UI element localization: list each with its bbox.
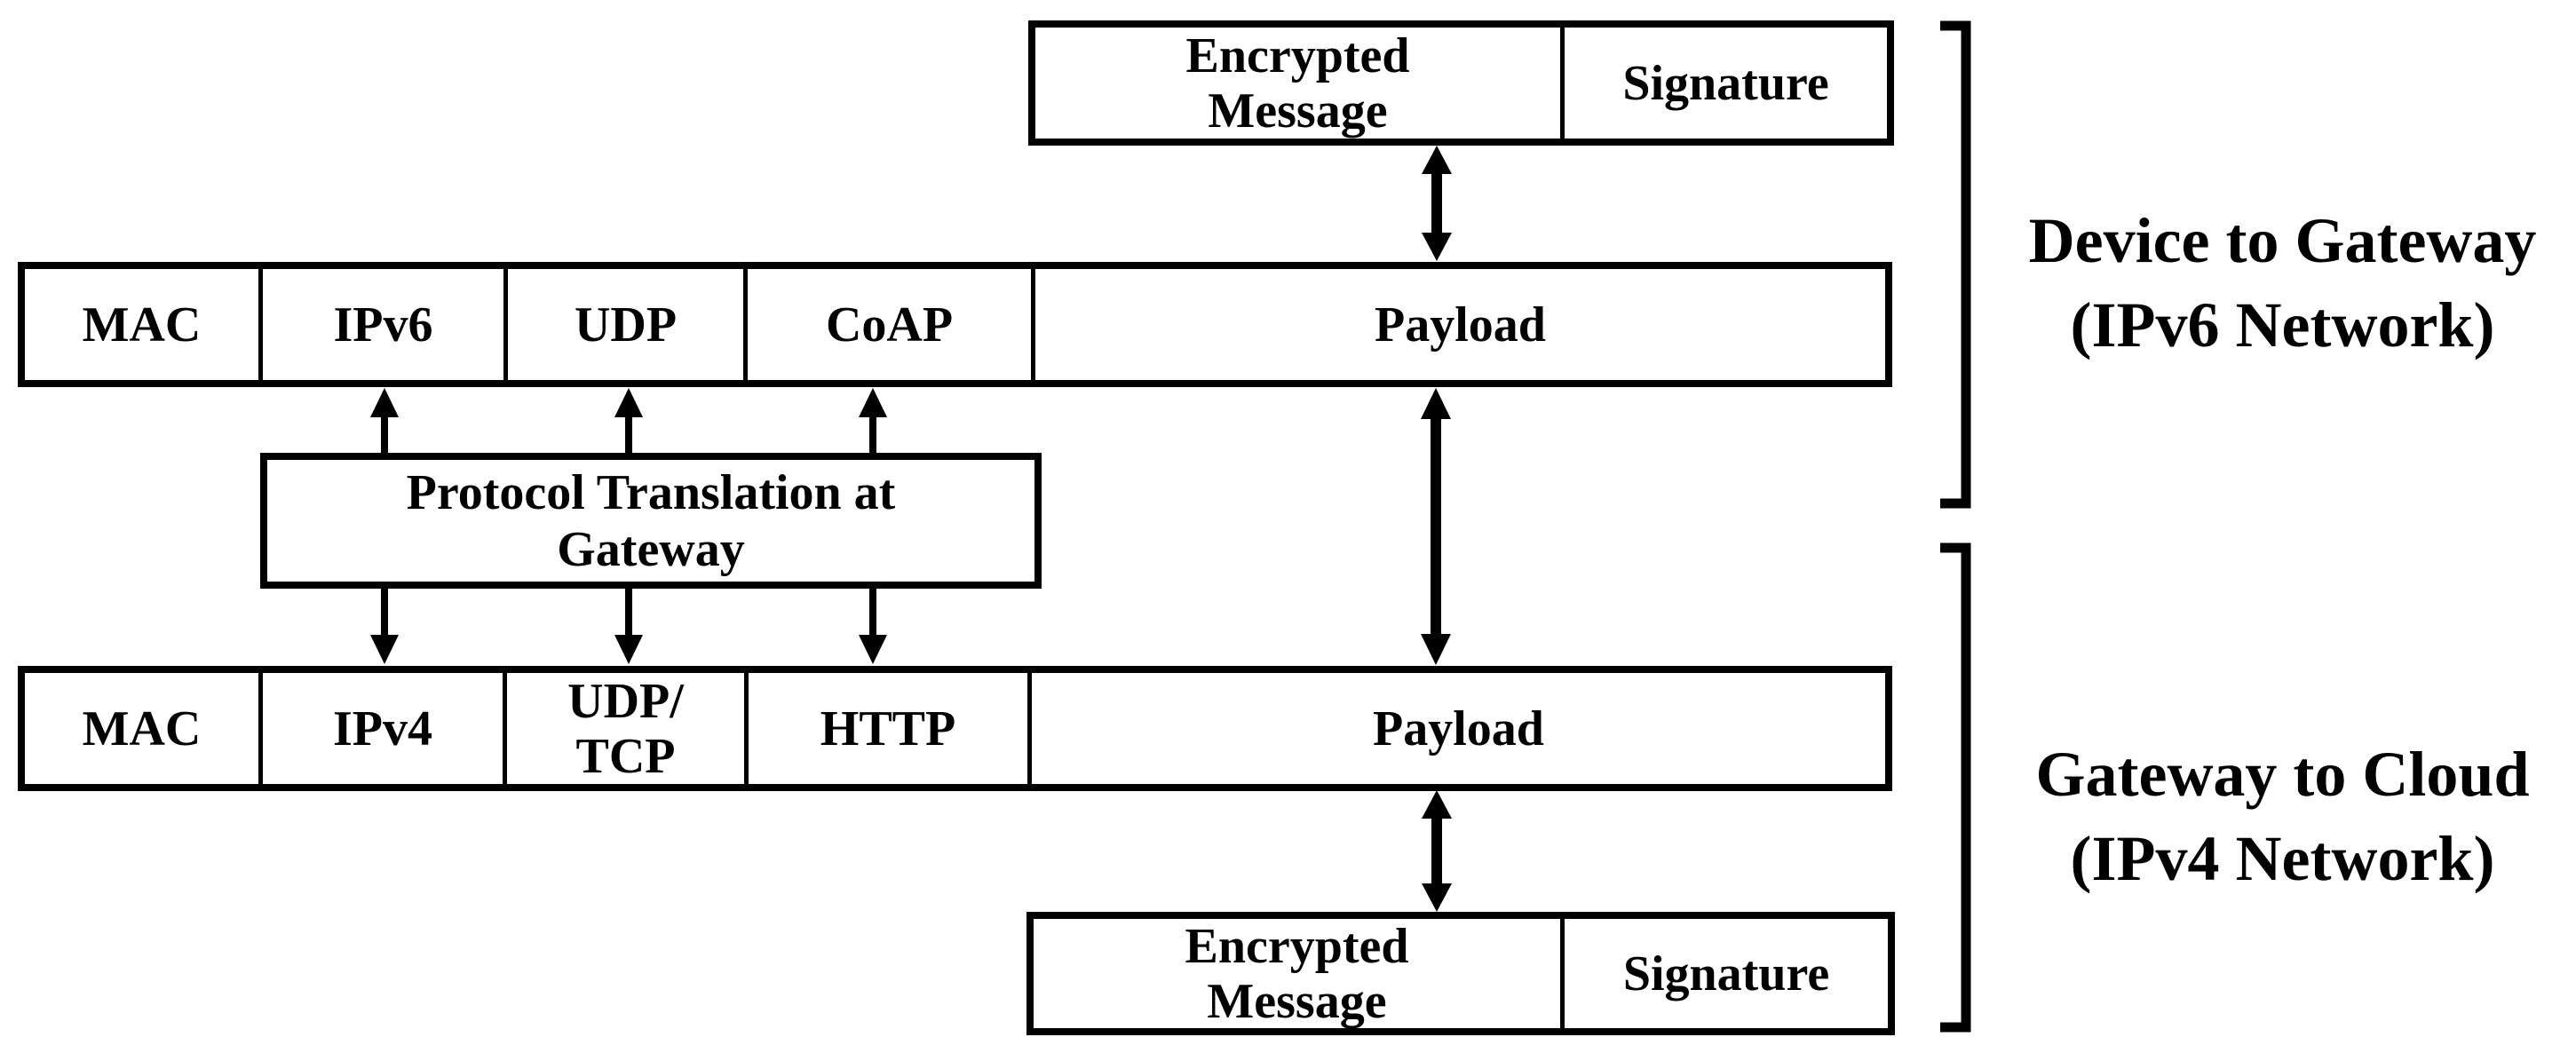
ipv6-stack-cell-ipv6: IPv6 xyxy=(263,269,508,380)
double-arrow-middle xyxy=(1421,388,1451,665)
protocol-translation-box: Protocol Translation at Gateway xyxy=(260,453,1042,589)
encrypted-message-cell-bottom: Encrypted Message xyxy=(1034,919,1565,1029)
double-arrow-bottom xyxy=(1422,790,1452,912)
ipv4-stack-cell-payload: Payload xyxy=(1373,701,1544,756)
ipv4-stack-cell-http: HTTP xyxy=(749,673,1032,784)
down-arrow-http xyxy=(859,587,887,664)
protocol-translation-label: Protocol Translation at Gateway xyxy=(406,464,896,577)
ipv6-stack-row: MAC IPv6 UDP CoAP Payload xyxy=(18,262,1892,387)
bracket-device-to-gateway xyxy=(1940,20,1971,509)
ipv6-stack-cell-mac: MAC xyxy=(25,269,263,380)
down-arrow-ipv4 xyxy=(370,587,399,664)
ipv6-stack-cell-udp: UDP xyxy=(508,269,748,380)
encrypted-message-box-bottom: Encrypted Message Signature xyxy=(1026,912,1895,1035)
up-arrow-udp xyxy=(614,388,643,455)
double-arrow-top xyxy=(1422,146,1452,261)
signature-cell-bottom: Signature xyxy=(1622,946,1830,1002)
up-arrow-coap xyxy=(859,388,887,455)
ipv4-stack-cell-udptcp: UDP/ TCP xyxy=(507,673,749,784)
encrypted-message-cell-top: Encrypted Message xyxy=(1035,28,1565,139)
encrypted-message-box-top: Encrypted Message Signature xyxy=(1028,20,1894,146)
down-arrow-udptcp xyxy=(614,587,643,664)
device-to-gateway-label: Device to Gateway (IPv6 Network) xyxy=(2028,205,2537,360)
ipv6-stack-cell-coap: CoAP xyxy=(748,269,1035,380)
signature-cell-top: Signature xyxy=(1622,55,1829,111)
ipv4-stack-cell-ipv4: IPv4 xyxy=(263,673,507,784)
ipv4-stack-row: MAC IPv4 UDP/ TCP HTTP Payload xyxy=(18,666,1892,791)
bracket-gateway-to-cloud xyxy=(1940,542,1971,1033)
ipv6-stack-cell-payload: Payload xyxy=(1375,297,1546,352)
gateway-to-cloud-label: Gateway to Cloud (IPv4 Network) xyxy=(2035,739,2530,894)
up-arrow-ipv6 xyxy=(370,388,399,455)
ipv4-stack-cell-mac: MAC xyxy=(25,673,263,784)
